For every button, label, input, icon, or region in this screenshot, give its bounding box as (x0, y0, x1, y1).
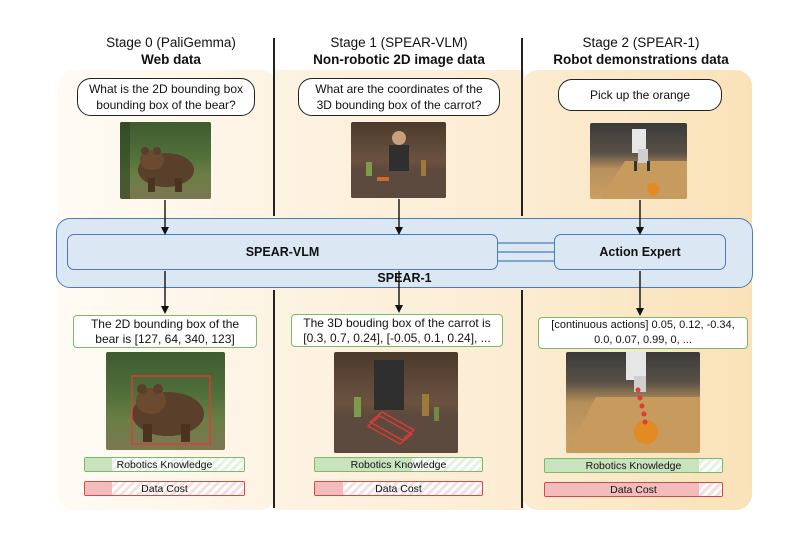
carrot-detection-photo (334, 352, 458, 453)
stage0-knowledge-label: Robotics Knowledge (116, 458, 213, 471)
divider-4 (521, 290, 523, 508)
divider-1 (273, 38, 275, 216)
bounding-box-3d (366, 411, 416, 445)
action-trajectory (635, 387, 648, 425)
stage1-output: The 3D bouding box of the carrot is [0.3… (303, 315, 491, 345)
stage1-name: Stage 1 (SPEAR-VLM) (330, 35, 468, 50)
stage2-cost-label: Data Cost (610, 483, 657, 496)
stage1-cost-bar: Data Cost (314, 481, 483, 496)
bounding-box-2d (131, 375, 211, 445)
stage0-knowledge-bar: Robotics Knowledge (84, 457, 245, 472)
stage2-prompt: Pick up the orange (589, 88, 691, 102)
vlm-expert-connector (497, 242, 554, 262)
stage2-knowledge-label: Robotics Knowledge (585, 459, 682, 472)
stage2-knowledge-fill (545, 459, 699, 472)
stage2-cost-bar: Data Cost (544, 482, 723, 497)
bear-detection-illustration (131, 375, 211, 445)
stage0-output: The 2D bounding box of the bear is [127,… (90, 316, 240, 346)
stage0-title: Stage 0 (PaliGemma) Web data (41, 34, 301, 68)
action-expert-label: Action Expert (599, 245, 681, 259)
spear1-label: SPEAR-1 (377, 271, 432, 285)
stage0-output-box: The 2D bounding box of the bear is [127,… (73, 315, 257, 348)
stage2-cost-fill (545, 483, 699, 496)
bear-illustration (120, 122, 194, 199)
robot-action-photo (566, 352, 700, 453)
stage2-output-box: [continuous actions] 0.05, 0.12, -0.34, … (538, 317, 748, 349)
spear-vlm-label: SPEAR-VLM (245, 245, 320, 259)
stage1-prompt: What are the coordinates of the 3D bound… (315, 82, 483, 112)
stage1-output-box: The 3D bouding box of the carrot is [0.3… (291, 314, 503, 347)
stage1-title: Stage 1 (SPEAR-VLM) Non-robotic 2D image… (269, 34, 529, 68)
stage1-prompt-bubble: What are the coordinates of the 3D bound… (298, 78, 500, 116)
kitchen-illustration (351, 131, 446, 198)
stage0-name: Stage 0 (PaliGemma) (106, 35, 236, 50)
stage1-knowledge-label: Robotics Knowledge (350, 458, 447, 471)
stage0-prompt-bubble: What is the 2D bounding box bounding box… (77, 78, 255, 116)
action-expert-box: Action Expert (554, 234, 726, 270)
bear-photo (120, 122, 211, 199)
divider-2 (521, 38, 523, 216)
stage2-knowledge-bar: Robotics Knowledge (544, 458, 723, 473)
stage1-subtitle: Non-robotic 2D image data (313, 52, 485, 67)
stage1-knowledge-fill (315, 458, 412, 471)
stage1-cost-fill (315, 482, 344, 495)
robot-illustration (600, 129, 687, 199)
stage0-cost-label: Data Cost (141, 482, 188, 495)
stage2-prompt-bubble: Pick up the orange (558, 79, 722, 111)
spear-vlm-box: SPEAR-VLM (67, 234, 498, 270)
stage2-title: Stage 2 (SPEAR-1) Robot demonstrations d… (511, 34, 771, 68)
divider-3 (273, 290, 275, 508)
stage1-cost-label: Data Cost (375, 482, 422, 495)
stage0-subtitle: Web data (141, 52, 201, 67)
stage2-subtitle: Robot demonstrations data (553, 52, 729, 67)
stage2-name: Stage 2 (SPEAR-1) (582, 35, 700, 50)
robot-action-illustration (566, 352, 700, 453)
stage1-knowledge-bar: Robotics Knowledge (314, 457, 483, 472)
kitchen-photo (351, 122, 446, 198)
stage0-prompt: What is the 2D bounding box bounding box… (88, 82, 244, 112)
bear-detection-photo (106, 352, 225, 450)
stage2-output: [continuous actions] 0.05, 0.12, -0.34, … (551, 319, 735, 346)
stage0-knowledge-fill (85, 458, 113, 471)
robot-photo (590, 123, 687, 199)
stage0-cost-fill (85, 482, 113, 495)
stage0-cost-bar: Data Cost (84, 481, 245, 496)
carrot-detection-illustration (334, 360, 458, 453)
